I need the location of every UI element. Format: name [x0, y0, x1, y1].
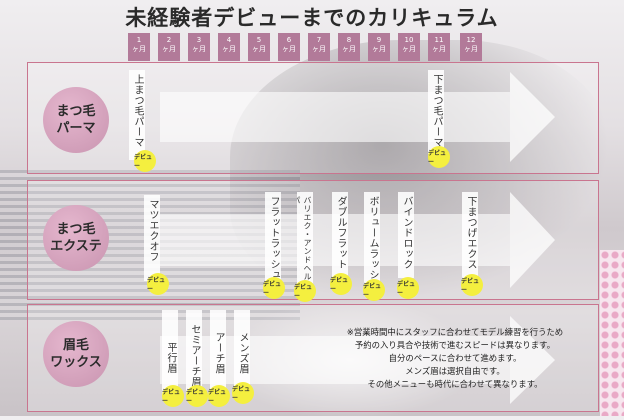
item-arch-brow: アーチ眉 — [210, 310, 226, 396]
debut-badge: デビュー — [363, 279, 385, 301]
debut-badge: デビュー — [134, 150, 156, 172]
debut-badge: デビュー — [147, 273, 169, 295]
debut-badge: デビュー — [232, 382, 254, 404]
item-lower-lash-extension: 下まつげエクステ — [462, 192, 478, 278]
debut-badge: デビュー — [397, 277, 419, 299]
debut-badge: デビュー — [162, 385, 184, 407]
item-volume-lash: ボリュームラッシュ — [364, 192, 380, 284]
debut-badge: デビュー — [186, 385, 208, 407]
category-circle-lash-perm: まつ毛パーマ — [43, 87, 109, 153]
note-line: 予約の入り具合や技術で進むスピードは異なります。 — [354, 340, 556, 350]
item-semi-arch-brow: セミアーチ眉 — [186, 310, 202, 396]
debut-badge: デビュー — [330, 273, 352, 295]
note-line: ※営業時間中にスタッフに合わせてモデル練習を行うため — [346, 327, 564, 337]
page-title: 未経験者デビューまでのカリキュラム — [125, 6, 499, 30]
item-straight-brow: 平行眉 — [162, 310, 178, 396]
note-line: その他メニューも時代に合わせて異なります。 — [367, 379, 543, 389]
item-flat-lash: フラットラッシュ — [265, 192, 281, 281]
item-bind-lock: バインドロック — [398, 192, 414, 278]
debut-badge: デビュー — [208, 385, 230, 407]
item-lower-lash-perm: 下まつ毛パーマ — [428, 70, 444, 154]
debut-badge: デビュー — [461, 274, 483, 296]
item-variation-and-helper: バリエク・アンドヘルパー — [297, 192, 313, 284]
item-mens-brow: メンズ眉 — [234, 310, 250, 396]
note-line: メンズ眉は選択自由です。 — [405, 366, 505, 376]
debut-badge: デビュー — [263, 277, 285, 299]
category-circle-lash-extension: まつ毛エクステ — [43, 205, 109, 271]
note-line: 自分のペースに合わせて進めます。 — [388, 353, 522, 363]
curriculum-notes: ※営業時間中にスタッフに合わせてモデル練習を行うため 予約の入り具合や技術で進む… — [305, 326, 605, 391]
item-double-flat: ダブルフラット — [332, 192, 348, 278]
item-upper-lash-perm: 上まつ毛パーマ — [129, 70, 145, 160]
debut-badge: デビュー — [294, 280, 316, 302]
category-circle-brow-wax: 眉毛ワックス — [43, 321, 109, 387]
item-lash-off: マツエクオフ — [144, 195, 160, 281]
debut-badge: デビュー — [428, 146, 450, 168]
